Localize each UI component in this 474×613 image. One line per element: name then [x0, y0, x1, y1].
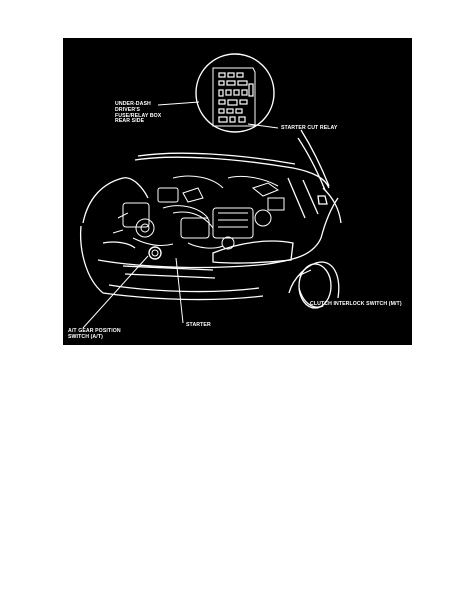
leader-lines	[82, 101, 312, 329]
leader-clutch-interlock	[297, 269, 312, 277]
component-location-diagram: UNDER-DASH DRIVER'S FUSE/RELAY BOX REAR …	[63, 38, 412, 345]
label-fuse-relay-box: UNDER-DASH DRIVER'S FUSE/RELAY BOX REAR …	[115, 101, 162, 125]
engine-details	[112, 175, 285, 260]
leader-fuse-box	[157, 101, 200, 106]
label-starter: STARTER	[186, 322, 211, 328]
car-body	[79, 129, 342, 309]
leader-starter	[175, 257, 184, 324]
leader-starter-cut-relay	[247, 123, 279, 129]
leader-at-gear-position	[82, 255, 149, 329]
label-clutch-interlock-switch: CLUTCH INTERLOCK SWITCH (M/T)	[310, 301, 402, 307]
label-starter-cut-relay: STARTER CUT RELAY	[281, 125, 338, 131]
label-at-gear-position-switch: A/T GEAR POSITION SWITCH (A/T)	[68, 328, 121, 340]
illustration	[79, 53, 342, 329]
fuse-relay-box-inset	[195, 53, 275, 133]
